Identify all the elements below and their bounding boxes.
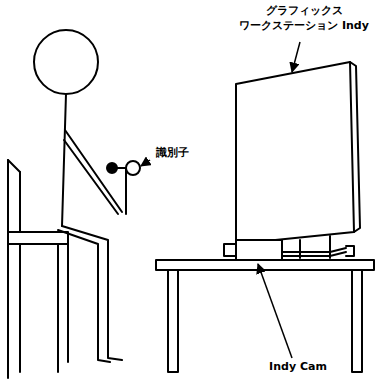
indy-cam [224,240,354,260]
stick-figure [34,30,122,362]
desk [156,260,374,372]
leader-line [258,264,292,358]
leader-line [292,42,300,72]
device-label: グラフィックス ワークステーション Indy [234,4,374,34]
workstation-monitor [236,62,360,258]
part-label: 識別子 [150,146,194,161]
identifier-marker [107,161,140,214]
device-label: Indy Cam [258,360,338,375]
leader-line [141,160,150,166]
chair [8,160,68,378]
